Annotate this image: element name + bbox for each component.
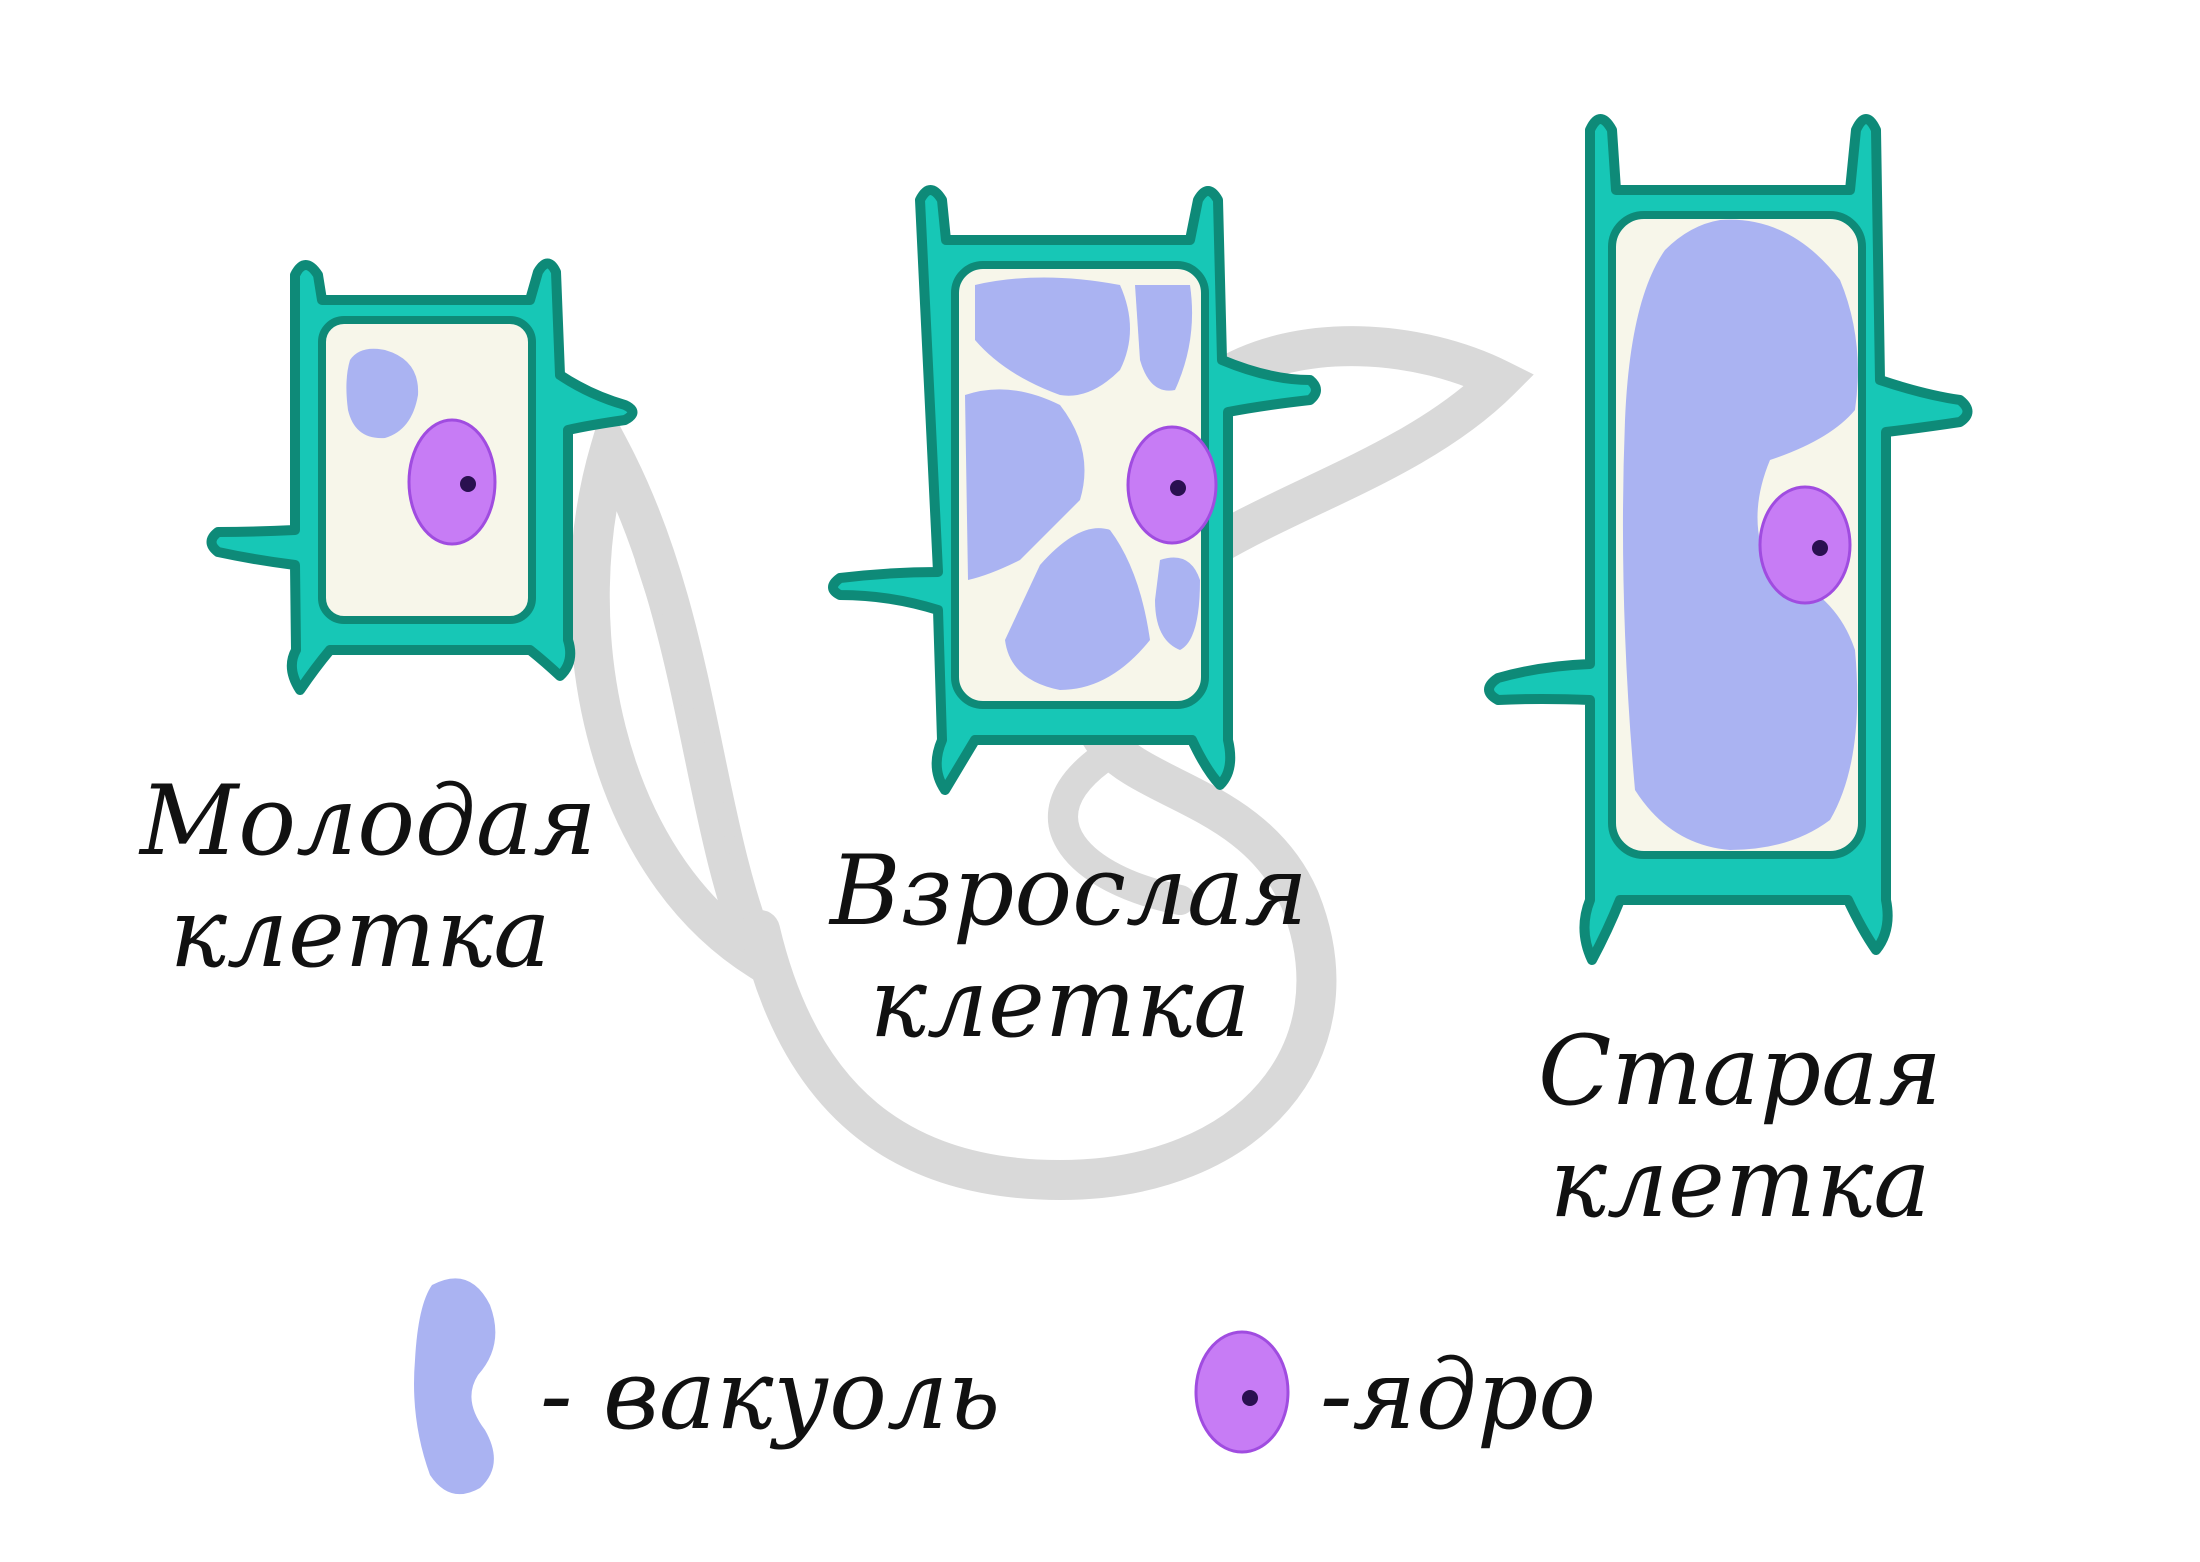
old-cell-label-line1: Старая [1538, 1015, 1942, 1127]
young-cell-nucleolus [460, 476, 476, 492]
young-cell-vacuole [346, 348, 419, 439]
legend-vacuole-label: - вакуоль [540, 1339, 1001, 1451]
young-cell-label-line1: Молодая [140, 765, 597, 877]
legend-nucleus-icon [1194, 1330, 1290, 1454]
legend-nucleolus-dot [1242, 1390, 1258, 1406]
mature-cell-label-line1: Взрослая [830, 835, 1308, 947]
legend-vacuole-icon [414, 1278, 496, 1495]
mature-cell [828, 185, 1321, 795]
young-cell-label-line2: клетка [169, 877, 551, 989]
mature-cell-label-line2: клетка [869, 947, 1251, 1059]
old-cell-vacuole [1622, 219, 1858, 851]
mature-cell-vacuoles [965, 277, 1200, 690]
mature-cell-nucleolus [1170, 480, 1186, 496]
young-cell-label: Молодая клетка [140, 765, 597, 989]
old-cell-nucleolus [1812, 540, 1828, 556]
mature-cell-label: Взрослая клетка [830, 835, 1308, 1059]
young-cell [206, 258, 638, 695]
old-cell-label: Старая клетка [1530, 1015, 1950, 1239]
old-cell-nucleus [1758, 485, 1852, 605]
old-cell-label-line2: клетка [1549, 1127, 1931, 1239]
legend-nucleus-label: -ядро [1320, 1339, 1597, 1451]
old-cell [1484, 114, 1973, 965]
young-cell-nucleus [407, 418, 497, 546]
